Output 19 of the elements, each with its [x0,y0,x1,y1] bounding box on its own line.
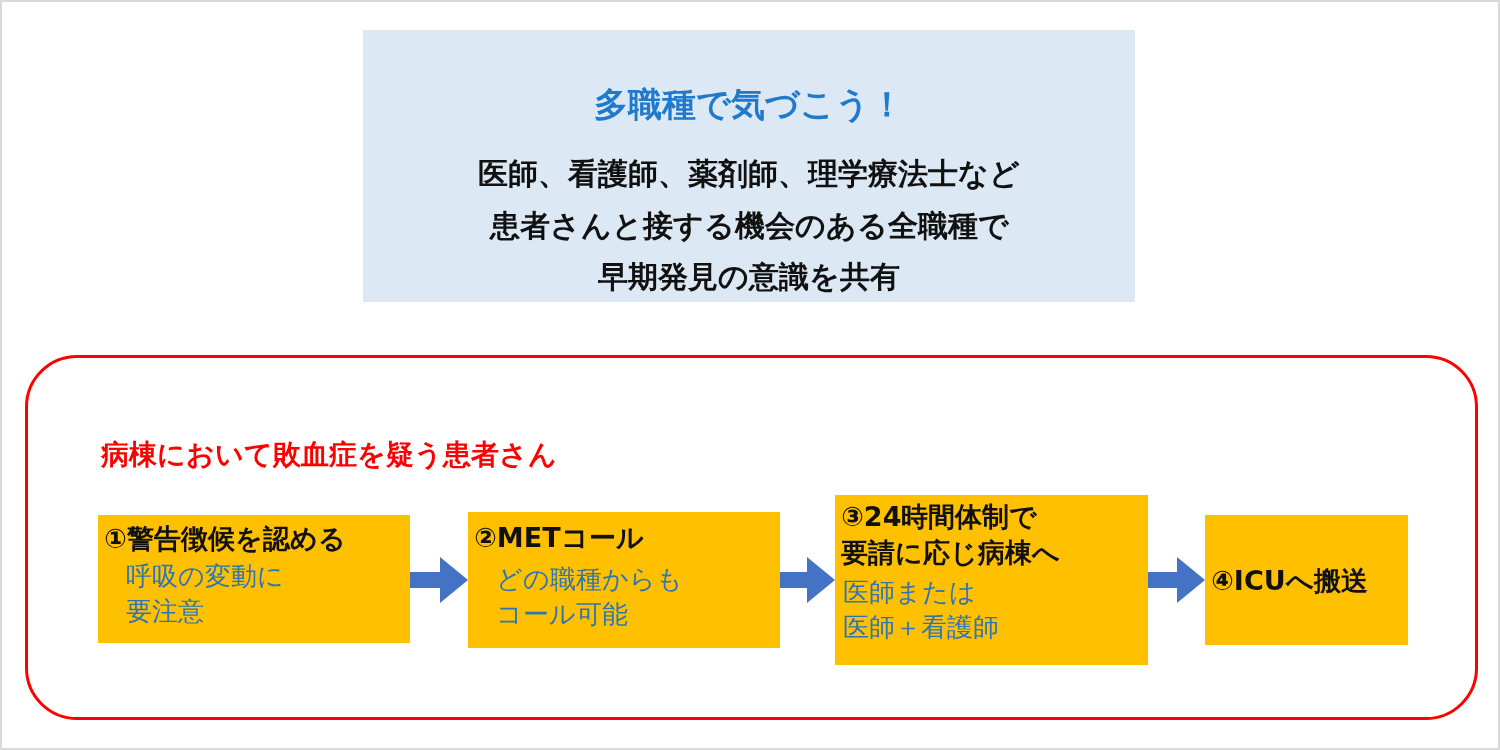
step-title: ①警告徴候を認める [104,522,346,556]
step-note: どの職種からもコール可能 [496,563,683,632]
heading: 病棟において敗血症を疑う患者さん [101,437,557,473]
arrow [780,557,835,603]
step-note: 医師または医師＋看護師 [843,576,999,645]
step-title: ④ICUへ搬送 [1211,564,1368,598]
heading: 多職種で気づこう！ [593,83,905,126]
step-box [468,512,780,648]
step-note: 呼吸の変動に要注意 [126,560,284,629]
rounded-frame [25,355,1478,720]
step-title: ③24時間体制で要請に応じ病棟へ [841,500,1060,571]
step-box [98,515,410,643]
step-box [835,495,1148,665]
arrow [1148,557,1205,603]
arrow [410,557,468,603]
step-title: ②METコール [474,521,644,555]
info-box [363,30,1135,302]
body-text: 医師、看護師、薬剤師、理学療法士など患者さんと接する機会のある全職種で早期発見の意識を共有 [477,155,1021,297]
step-box [1205,515,1408,645]
